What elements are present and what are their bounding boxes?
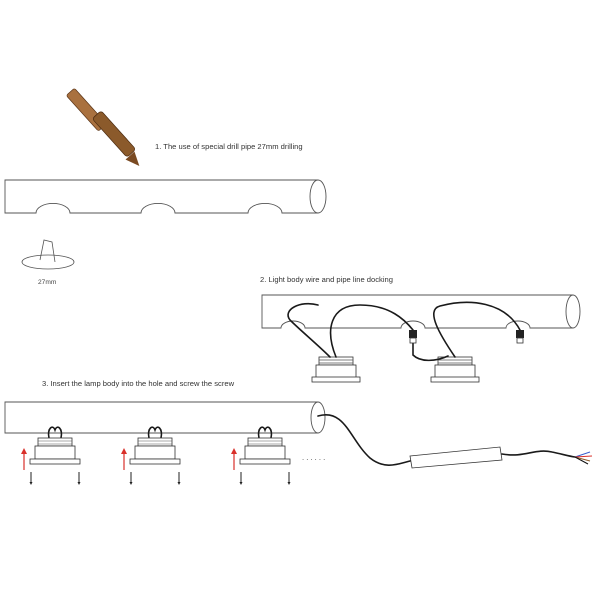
insert-arrow-head — [121, 448, 127, 454]
hole-ellipse — [21, 254, 75, 270]
screw-tip — [77, 482, 81, 485]
drill-flute — [93, 111, 135, 157]
screw-tip — [29, 482, 33, 485]
output-cable — [501, 450, 576, 458]
lead-blue — [574, 451, 591, 458]
pipe-body — [261, 294, 574, 329]
pipe-step3 — [4, 401, 326, 434]
lamp-base — [434, 364, 476, 379]
lamp-flange — [129, 458, 181, 465]
step3-label: 3. Insert the lamp body into the hole an… — [42, 379, 235, 388]
pipe-body — [4, 401, 319, 434]
pipe-end — [309, 179, 327, 214]
lead-black — [574, 456, 589, 465]
wire — [433, 301, 521, 358]
lamp-assembly — [21, 426, 81, 485]
connector-left — [409, 330, 417, 344]
lamp-fins — [247, 437, 283, 447]
drill-bit — [66, 88, 140, 166]
hole-cylinder — [39, 239, 56, 263]
lamp-body-right — [430, 356, 480, 383]
pipe-step2 — [261, 294, 581, 329]
wires-step2 — [287, 301, 521, 362]
screw-tip — [129, 482, 133, 485]
lead-brown — [574, 456, 591, 462]
step1-label: 1. The use of special drill pipe 27mm dr… — [155, 142, 303, 151]
ellipsis: . . . . . . — [302, 453, 325, 462]
hole-illustration — [21, 239, 75, 270]
lamp-assembly — [231, 426, 291, 485]
pipe-end — [565, 294, 581, 329]
lamp-base — [244, 445, 286, 460]
power-cable — [317, 413, 593, 469]
lamp-fins — [137, 437, 173, 447]
lamp-fins — [37, 437, 73, 447]
insert-arrow-head — [231, 448, 237, 454]
lamp-flange — [29, 458, 81, 465]
connector-cap — [409, 337, 417, 344]
screw-tip — [177, 482, 181, 485]
connector — [516, 330, 524, 338]
step2-label: 2. Light body wire and pipe line docking — [260, 275, 393, 284]
hole-size-label: 27mm — [38, 279, 57, 286]
lamp-base — [134, 445, 176, 460]
insert-arrow-head — [21, 448, 27, 454]
lamp-fins — [318, 356, 354, 366]
input-cable — [317, 413, 411, 466]
lamp-wire — [147, 426, 163, 439]
lamp-flange — [239, 458, 291, 465]
lamp-wire — [257, 426, 273, 439]
connector-cap — [516, 337, 524, 344]
lamp-base — [34, 445, 76, 460]
wire — [287, 302, 331, 358]
driver-box — [409, 446, 503, 469]
lead-red — [574, 455, 593, 458]
drill-tip — [125, 151, 140, 166]
lamp-flange — [430, 376, 480, 383]
lamp-base — [315, 364, 357, 379]
pipe-step1 — [4, 179, 327, 214]
lamp-assembly — [121, 426, 181, 485]
connector-right — [516, 330, 524, 344]
lamp-body-left — [311, 356, 361, 383]
lamp-flange — [311, 376, 361, 383]
wire — [329, 304, 414, 358]
pipe-end — [310, 401, 326, 434]
lamp-group — [21, 426, 291, 485]
screw-tip — [287, 482, 291, 485]
pipe-body — [4, 179, 319, 214]
lamp-wire — [47, 426, 63, 439]
connector — [409, 330, 417, 338]
wire — [412, 342, 449, 362]
screw-tip — [239, 482, 243, 485]
